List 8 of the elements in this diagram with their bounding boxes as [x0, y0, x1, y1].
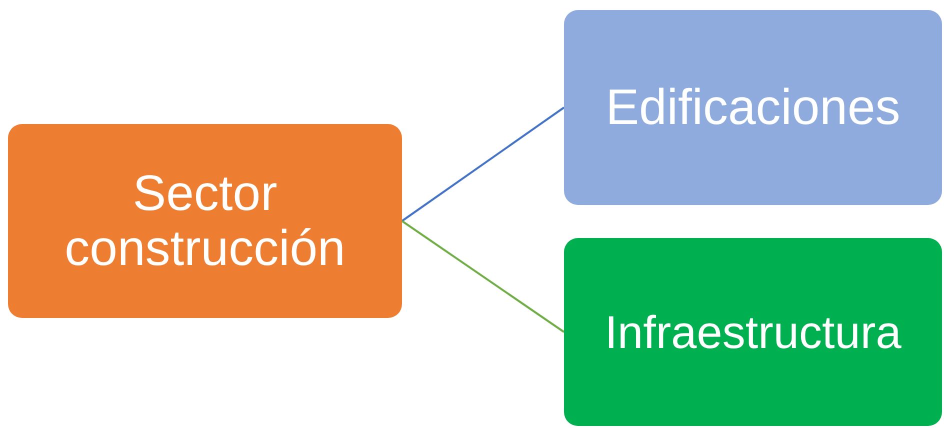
box-label: Infraestructura [604, 306, 902, 358]
rounded-box [8, 124, 402, 318]
rounded-box [564, 10, 942, 205]
box-label: Sector construcción [64, 166, 346, 276]
rounded-box [564, 238, 942, 426]
connector-line [401, 220, 565, 333]
connector-line [401, 106, 565, 222]
box-label: Edificaciones [606, 80, 900, 135]
